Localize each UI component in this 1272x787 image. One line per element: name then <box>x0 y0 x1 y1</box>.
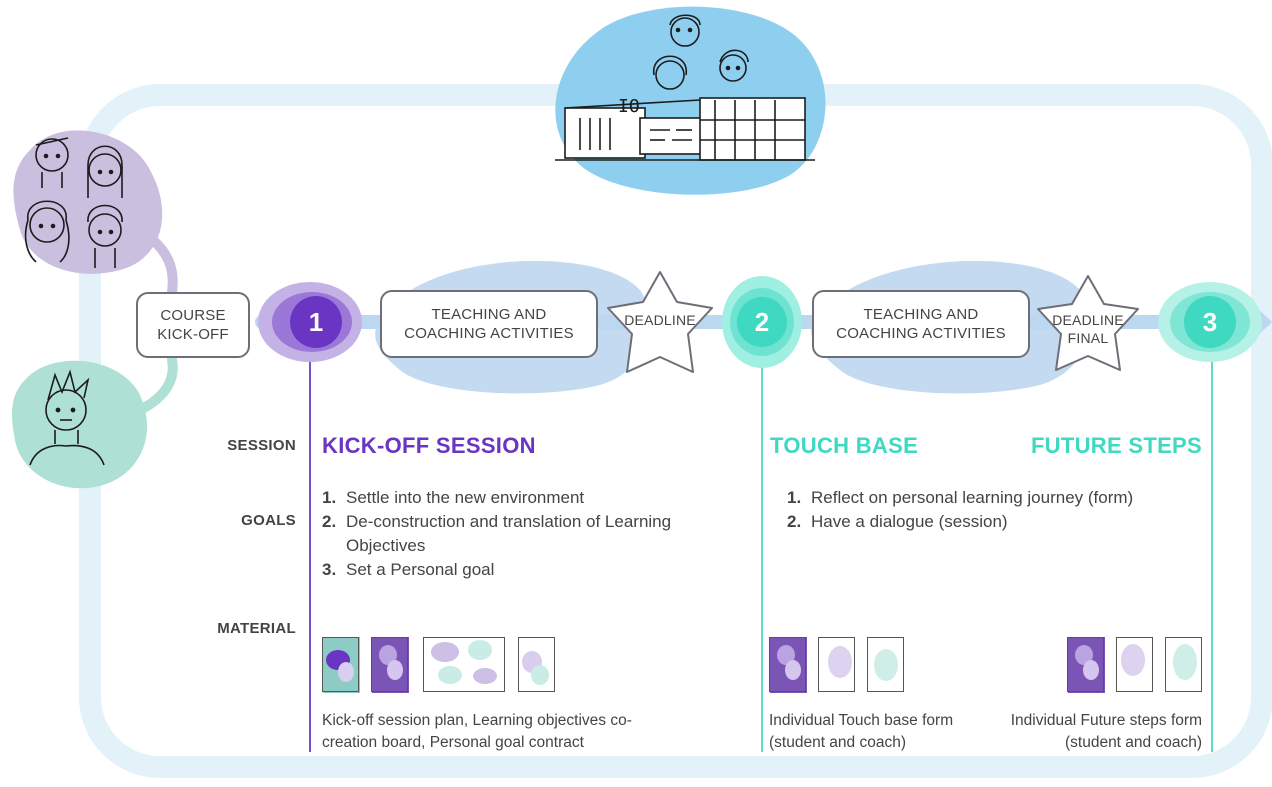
course-kickoff-box: COURSE KICK-OFF <box>136 292 250 358</box>
material-card-touch-3 <box>867 637 904 692</box>
students-blob <box>13 130 163 274</box>
material-card-contract <box>518 637 555 692</box>
material-art <box>323 637 1197 693</box>
course-kickoff-label: COURSE KICK-OFF <box>157 307 229 343</box>
activities-label-2: TEACHING AND COACHING ACTIVITIES <box>836 306 1006 342</box>
school-building <box>555 97 815 161</box>
row-label-material: MATERIAL <box>217 620 296 637</box>
milestone-1-circle <box>290 296 342 348</box>
deadline-label-1: DEADLINE <box>624 312 696 328</box>
session-title-future-steps: FUTURE STEPS <box>1030 433 1202 458</box>
milestone-2-number: 2 <box>754 307 770 337</box>
milestone-1-number: 1 <box>308 307 324 337</box>
material-card-board <box>371 637 408 692</box>
row-label-session: SESSION <box>227 437 296 454</box>
material-card-wide <box>423 637 505 692</box>
material-card-future-1 <box>1067 637 1104 692</box>
goal-item: 1.Reflect on personal learning journey (… <box>787 488 1134 507</box>
activities-box-2: TEACHING AND COACHING ACTIVITIES <box>812 290 1030 358</box>
material-card-touch-1 <box>769 637 806 692</box>
session-title-kickoff: KICK-OFF SESSION <box>322 433 536 458</box>
goal-item: 1.Settle into the new environment <box>322 488 585 507</box>
material-card-plan <box>322 637 359 692</box>
material-card-touch-2 <box>818 637 855 692</box>
goal-item: 2.Have a dialogue (session) <box>787 512 1008 531</box>
deadline-star-2 <box>1037 275 1139 371</box>
activities-label-1: TEACHING AND COACHING ACTIVITIES <box>404 306 574 342</box>
students-faces <box>24 137 123 268</box>
goals-list-kickoff: 1.Settle into the new environment 2.De-c… <box>322 486 732 582</box>
coach-face <box>29 369 105 466</box>
material-caption-future-steps: Individual Future steps form (student an… <box>1010 712 1202 751</box>
milestone-2-circle <box>737 297 787 347</box>
material-card-future-2 <box>1116 637 1153 692</box>
activities-box-1: TEACHING AND COACHING ACTIVITIES <box>380 290 598 358</box>
row-label-goals: GOALS <box>241 512 296 529</box>
material-caption-touch-base: Individual Touch base form (student and … <box>769 712 954 751</box>
milestone-3-number: 3 <box>1202 307 1218 337</box>
deadline-label-2: DEADLINE FINAL <box>1052 312 1124 346</box>
milestone-3-circle <box>1184 296 1236 348</box>
deadline-star-1 <box>607 271 713 373</box>
material-card-future-3 <box>1165 637 1202 692</box>
goals-list-touch-base: 1.Reflect on personal learning journey (… <box>787 486 1207 534</box>
goal-item: 2.De-construction and translation of Lea… <box>322 512 672 555</box>
people-faces-top <box>653 14 749 90</box>
material-caption-kickoff: Kick-off session plan, Learning objectiv… <box>322 712 632 751</box>
building-sign: IO <box>618 96 640 117</box>
goal-item: 3.Set a Personal goal <box>322 560 495 579</box>
session-title-touch-base: TOUCH BASE <box>770 433 919 458</box>
